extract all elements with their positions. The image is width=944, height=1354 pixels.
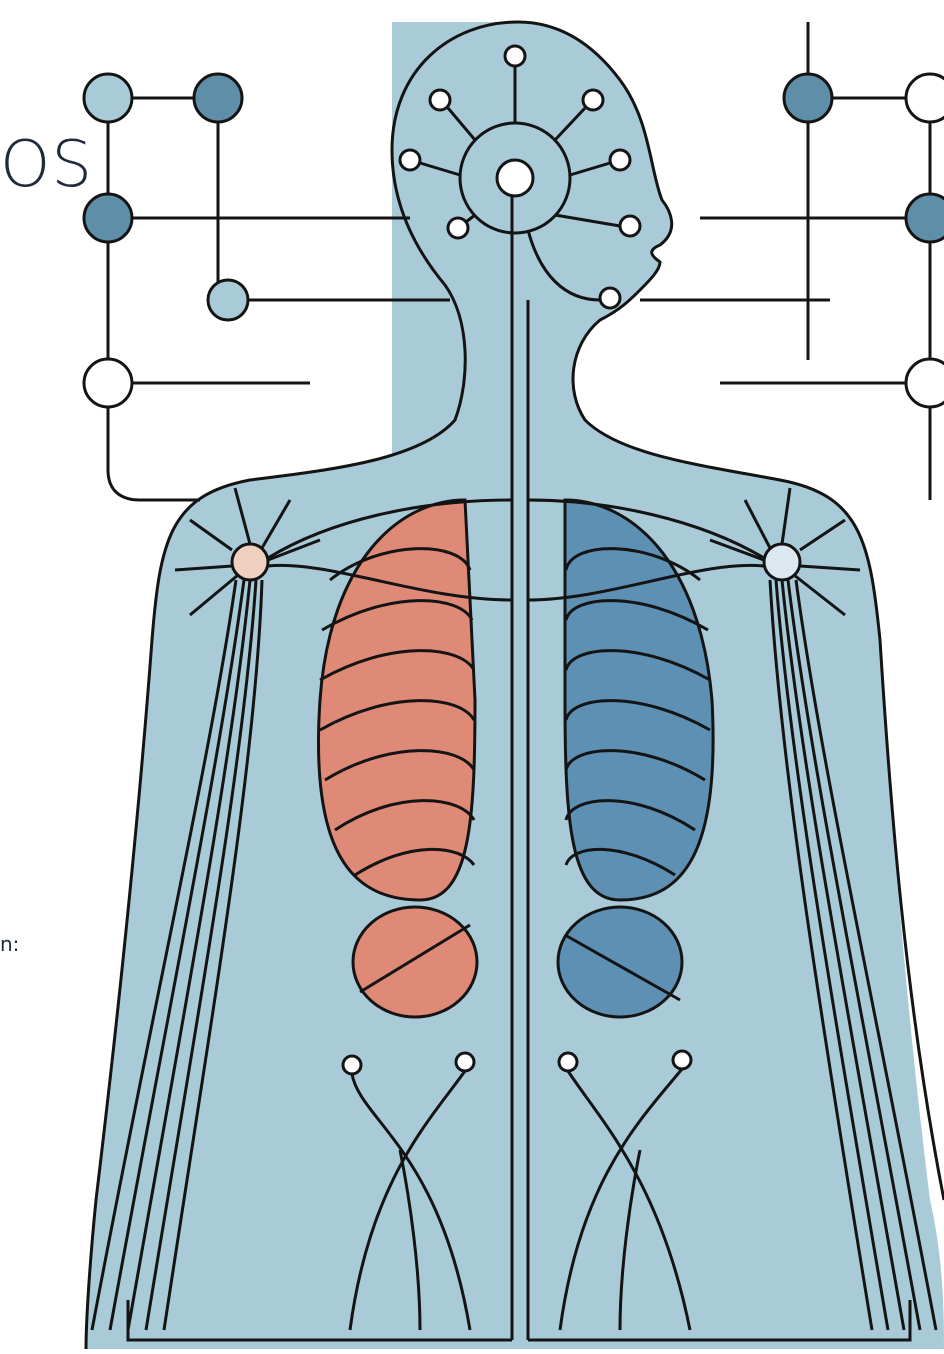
right-organ bbox=[558, 907, 682, 1017]
title-fragment: OS bbox=[0, 128, 93, 202]
left-organ bbox=[353, 907, 477, 1017]
side-text-fragment: n: bbox=[0, 932, 19, 956]
body-silhouette bbox=[86, 22, 944, 1349]
right-node-network bbox=[640, 22, 944, 500]
